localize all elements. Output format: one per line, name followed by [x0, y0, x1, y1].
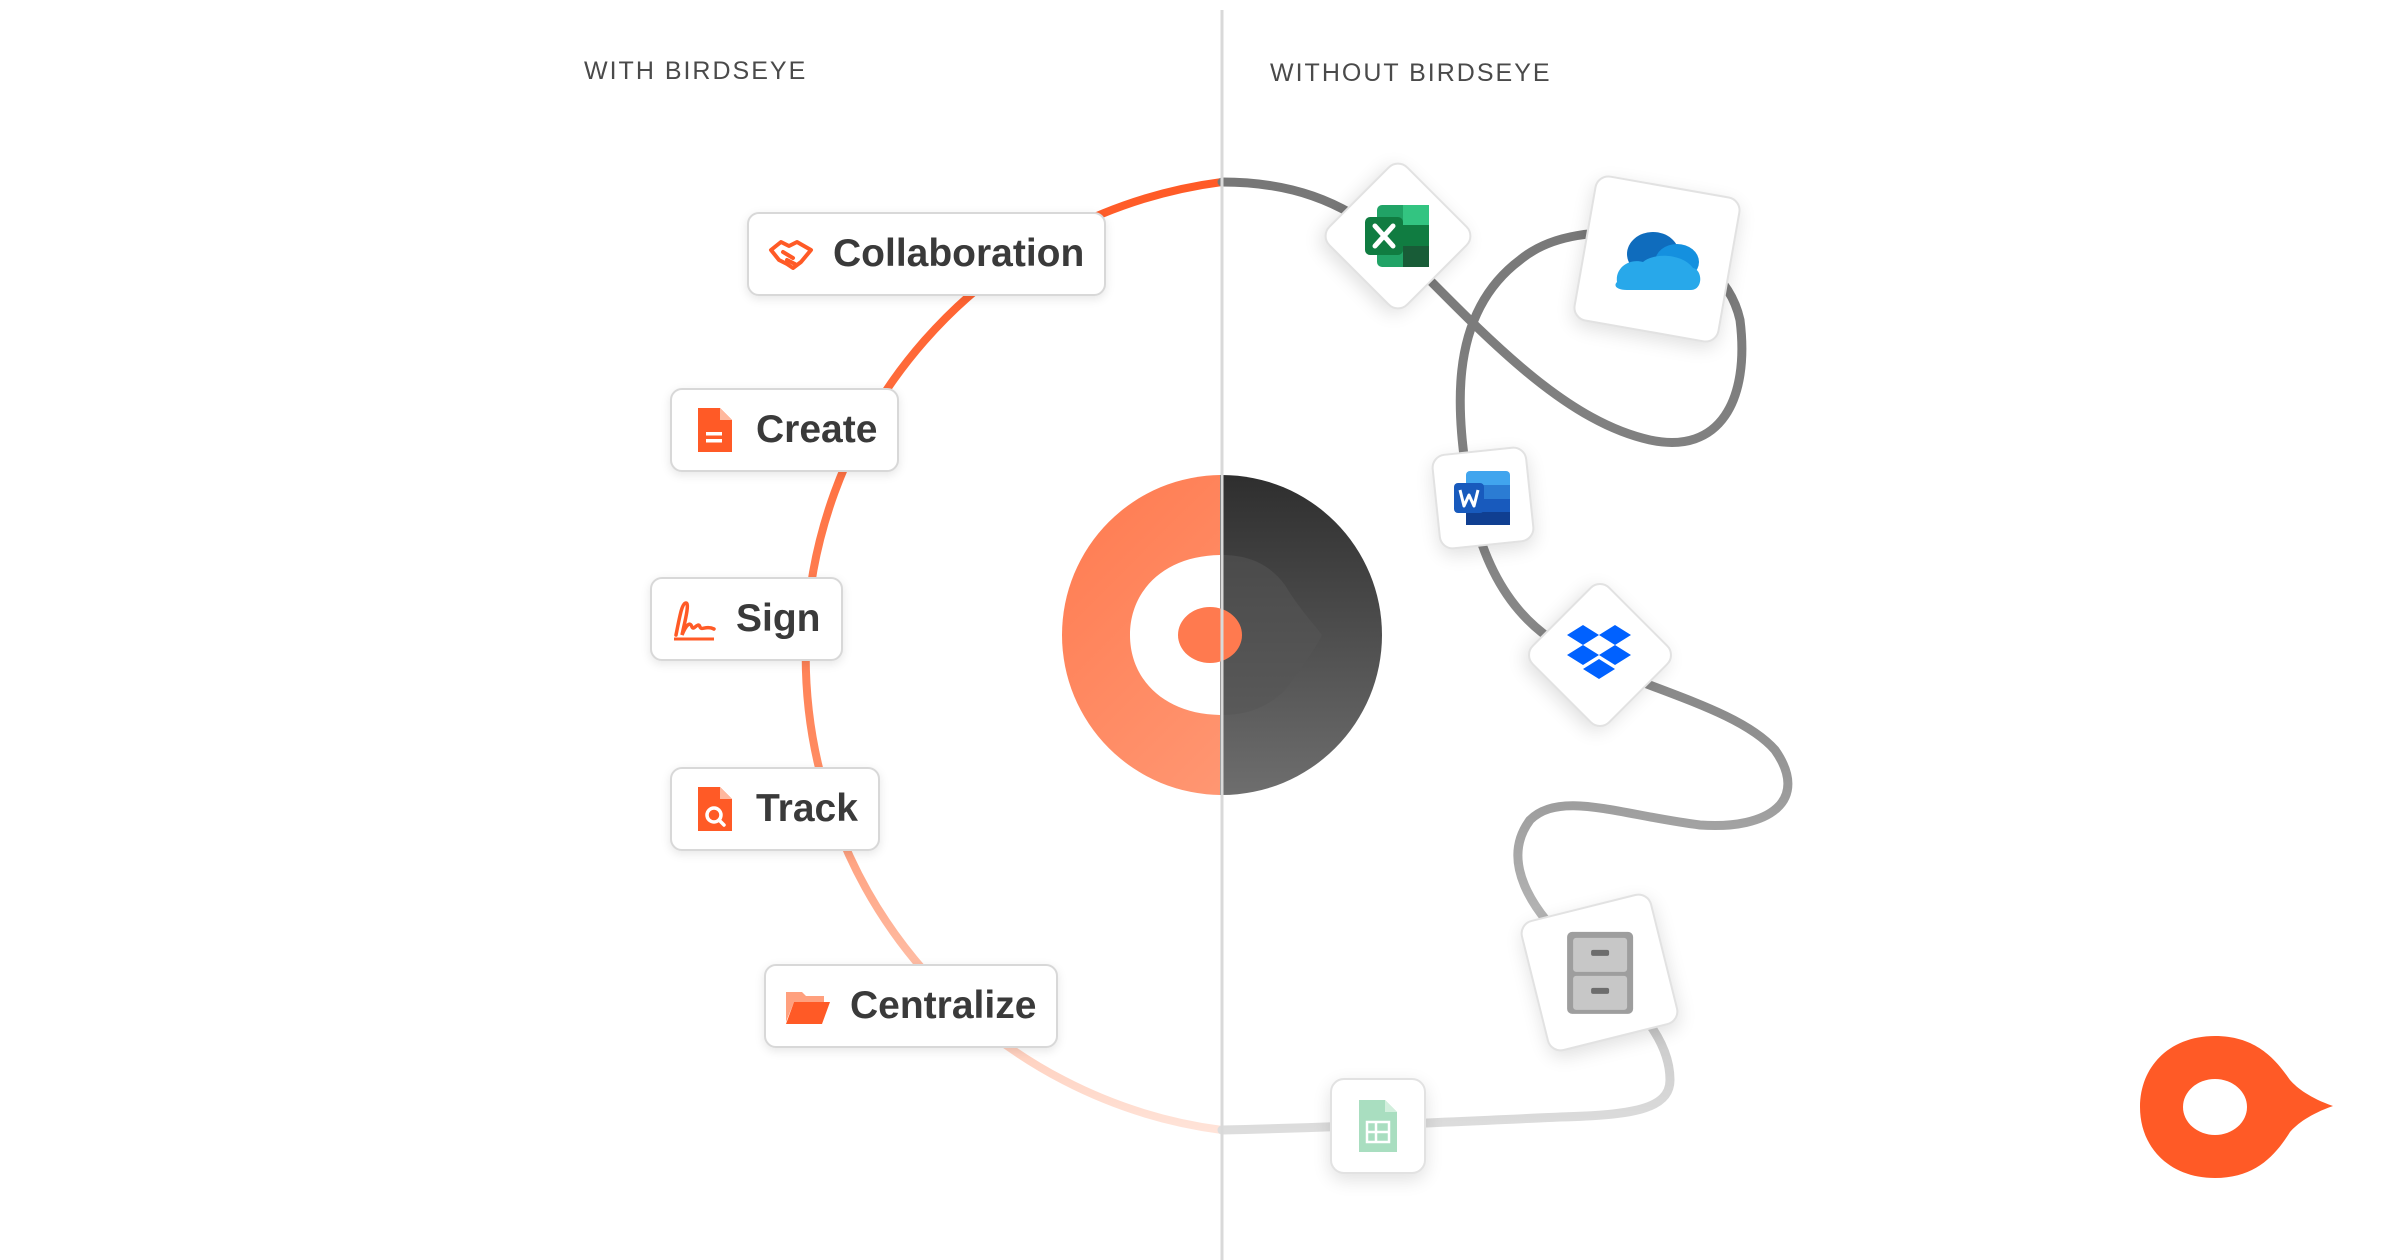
- feature-pill-collaboration: Collaboration: [747, 212, 1107, 296]
- feature-label: Track: [756, 787, 858, 830]
- feature-label: Create: [756, 408, 878, 451]
- app-tile-onedrive: [1571, 173, 1743, 345]
- feature-label: Sign: [736, 597, 821, 640]
- feature-label: Centralize: [850, 984, 1037, 1027]
- feature-pill-track: Track: [670, 767, 880, 851]
- with-birdseye-heading: WITH BIRDSEYE: [584, 57, 808, 85]
- birdseye-logo-icon: [2140, 1036, 2333, 1178]
- handshake-icon: [769, 240, 813, 270]
- google-sheets-icon: [1359, 1100, 1397, 1152]
- word-icon: [1454, 471, 1510, 525]
- signature-icon: [674, 601, 716, 641]
- app-tile-dropbox: [1522, 577, 1678, 733]
- center-logo: [1062, 475, 1382, 795]
- feature-pill-sign: Sign: [650, 577, 843, 661]
- without-birdseye-heading: WITHOUT BIRDSEYE: [1270, 59, 1552, 87]
- folder-icon: [786, 992, 830, 1024]
- document-icon: [698, 408, 732, 452]
- app-tile-word: [1430, 445, 1536, 551]
- feature-pill-centralize: Centralize: [764, 964, 1059, 1048]
- app-tile-google-sheets: [1330, 1078, 1426, 1174]
- dropbox-icon: [1567, 625, 1631, 679]
- feature-label: Collaboration: [833, 232, 1085, 275]
- document-search-icon: [698, 787, 732, 831]
- app-tile-excel: [1318, 156, 1478, 316]
- onedrive-icon: [1615, 232, 1701, 290]
- app-tile-file-cabinet: [1517, 890, 1682, 1055]
- excel-icon: [1365, 205, 1429, 267]
- file-cabinet-icon: [1566, 931, 1633, 1014]
- feature-pill-create: Create: [670, 388, 900, 472]
